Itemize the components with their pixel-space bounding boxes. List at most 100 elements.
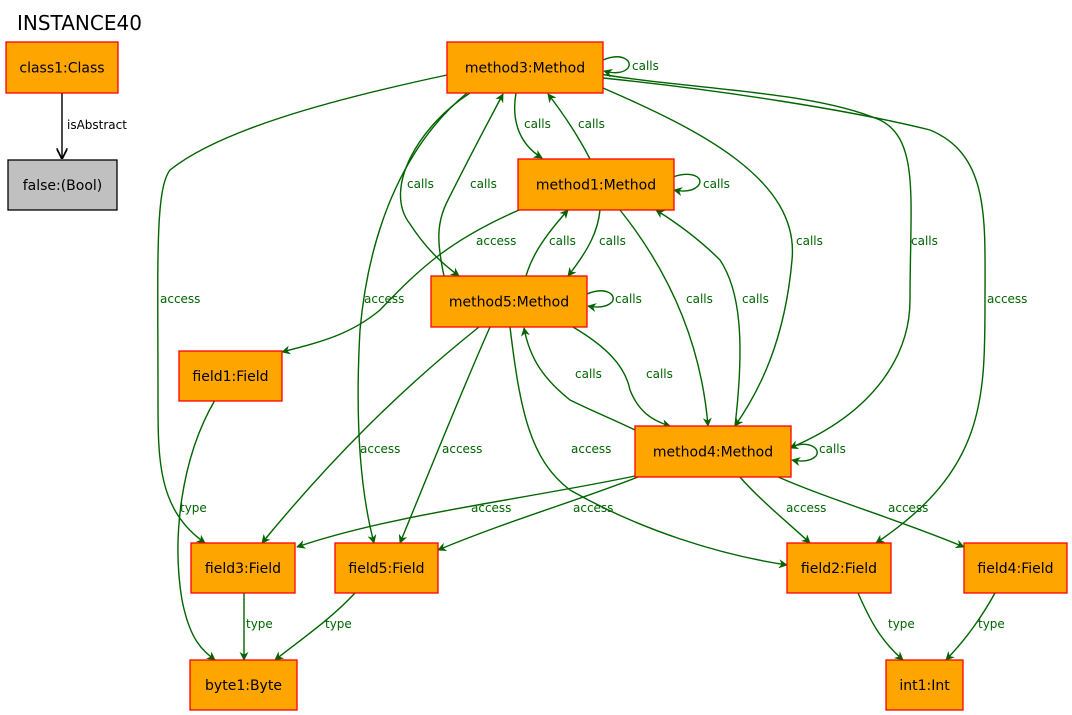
node-label: method1:Method (536, 178, 656, 194)
node-box[interactable] (430, 275, 588, 328)
edge-label: calls (703, 177, 730, 191)
edge-method3-access-field3: access (157, 74, 448, 544)
edge-method1-calls-method1: calls (672, 173, 730, 196)
edge-line (157, 74, 448, 544)
edge-method4-calls-method5: calls (521, 327, 636, 431)
edge-label: type (180, 501, 207, 515)
node-label: method4:Method (653, 445, 773, 461)
edge-label: access (471, 501, 511, 515)
diagram-title: INSTANCE40 (17, 11, 142, 35)
edge-method5-calls-method3: calls (438, 93, 504, 277)
node-box[interactable] (963, 542, 1068, 594)
edge-label: isAbstract (67, 118, 127, 132)
edge-line (857, 592, 904, 661)
node-box[interactable] (189, 659, 298, 711)
edge-label: calls (599, 234, 626, 248)
edge-label: access (888, 501, 928, 515)
edge-line (281, 209, 520, 355)
edge-line (525, 209, 569, 277)
edge-line (790, 443, 818, 466)
edge-method4-access-field2: access (738, 475, 826, 544)
node-class1[interactable]: class1:Class (5, 41, 119, 94)
node-method3[interactable]: method3:Method (446, 41, 604, 94)
edge-line (399, 92, 471, 277)
edge-class1-isabstract-false: isAbstract (62, 93, 127, 158)
edge-label: access (160, 292, 200, 306)
edge-line (738, 475, 811, 544)
edge-method4-access-field5: access (437, 476, 639, 552)
node-byte1[interactable]: byte1:Byte (189, 659, 298, 711)
edge-label: calls (686, 292, 713, 306)
node-label: byte1:Byte (205, 678, 282, 694)
edge-line (572, 326, 671, 428)
edge-line (775, 475, 965, 548)
node-box[interactable] (634, 425, 792, 478)
edge-line (655, 209, 741, 427)
edge-line (602, 87, 794, 427)
node-box[interactable] (190, 542, 296, 594)
edge-method3-calls-method1: calls (513, 92, 551, 159)
edge-line (547, 93, 591, 160)
node-label: int1:Int (899, 678, 950, 694)
node-field5[interactable]: field5:Field (334, 542, 439, 594)
node-label: field3:Field (205, 561, 281, 577)
node-method4[interactable]: method4:Method (634, 425, 792, 478)
edge-method5-access-field5: access (398, 326, 491, 544)
edge-line (593, 72, 912, 449)
node-label: false:(Bool) (23, 178, 103, 194)
edge-field5-type-byte1: type (274, 592, 356, 661)
node-field1[interactable]: field1:Field (178, 350, 283, 402)
node-method5[interactable]: method5:Method (430, 275, 588, 328)
edge-method5-calls-method1: calls (525, 209, 576, 277)
edge-field1-type-byte1: type (177, 399, 216, 661)
node-box[interactable] (786, 542, 892, 594)
node-field2[interactable]: field2:Field (786, 542, 892, 594)
node-label: method5:Method (449, 295, 569, 311)
edge-label: access (786, 501, 826, 515)
node-box[interactable] (334, 542, 439, 594)
edge-label: type (978, 617, 1005, 631)
edge-line (619, 209, 712, 427)
node-label: field5:Field (348, 561, 424, 577)
edge-line (398, 326, 491, 544)
edge-method5-calls-method5: calls (586, 290, 642, 312)
edge-method5-calls-method4: calls (572, 326, 673, 428)
node-field4[interactable]: field4:Field (963, 542, 1068, 594)
edge-label: calls (742, 292, 769, 306)
node-box[interactable] (517, 158, 675, 211)
node-box[interactable] (446, 41, 604, 94)
edge-line (437, 476, 639, 552)
node-int1[interactable]: int1:Int (885, 659, 964, 711)
node-box[interactable] (5, 41, 119, 94)
edge-label: calls (796, 234, 823, 248)
node-box[interactable] (7, 159, 118, 211)
edge-line (274, 592, 356, 661)
edge-line (509, 326, 788, 569)
node-false[interactable]: false:(Bool) (7, 159, 118, 211)
edge-label: calls (407, 177, 434, 191)
edge-label: access (573, 501, 613, 515)
edge-method5-access-field3: access (261, 326, 480, 544)
node-label: field4:Field (977, 561, 1053, 577)
edge-label: calls (524, 117, 551, 131)
node-field3[interactable]: field3:Field (190, 542, 296, 594)
node-label: method3:Method (465, 61, 585, 77)
edge-line (672, 173, 701, 196)
edge-line (602, 77, 986, 544)
node-label: class1:Class (19, 61, 104, 77)
edge-method3-access-field5: access (357, 92, 468, 544)
node-label: field1:Field (192, 369, 268, 385)
edge-field4-type-int1: type (945, 592, 1005, 661)
edge-method5-access-field2: access (509, 326, 788, 569)
edge-label: calls (578, 117, 605, 131)
edge-method4-calls-method4: calls (790, 442, 846, 466)
node-box[interactable] (885, 659, 964, 711)
nodes-layer: class1:Class false:(Bool) method3:Method me… (5, 41, 1068, 711)
edge-label: access (571, 442, 611, 456)
edge-label: calls (575, 367, 602, 381)
edge-label: type (888, 617, 915, 631)
node-method1[interactable]: method1:Method (517, 158, 675, 211)
edge-line (177, 399, 216, 661)
node-box[interactable] (178, 350, 283, 402)
edge-method4-access-field4: access (775, 475, 965, 548)
